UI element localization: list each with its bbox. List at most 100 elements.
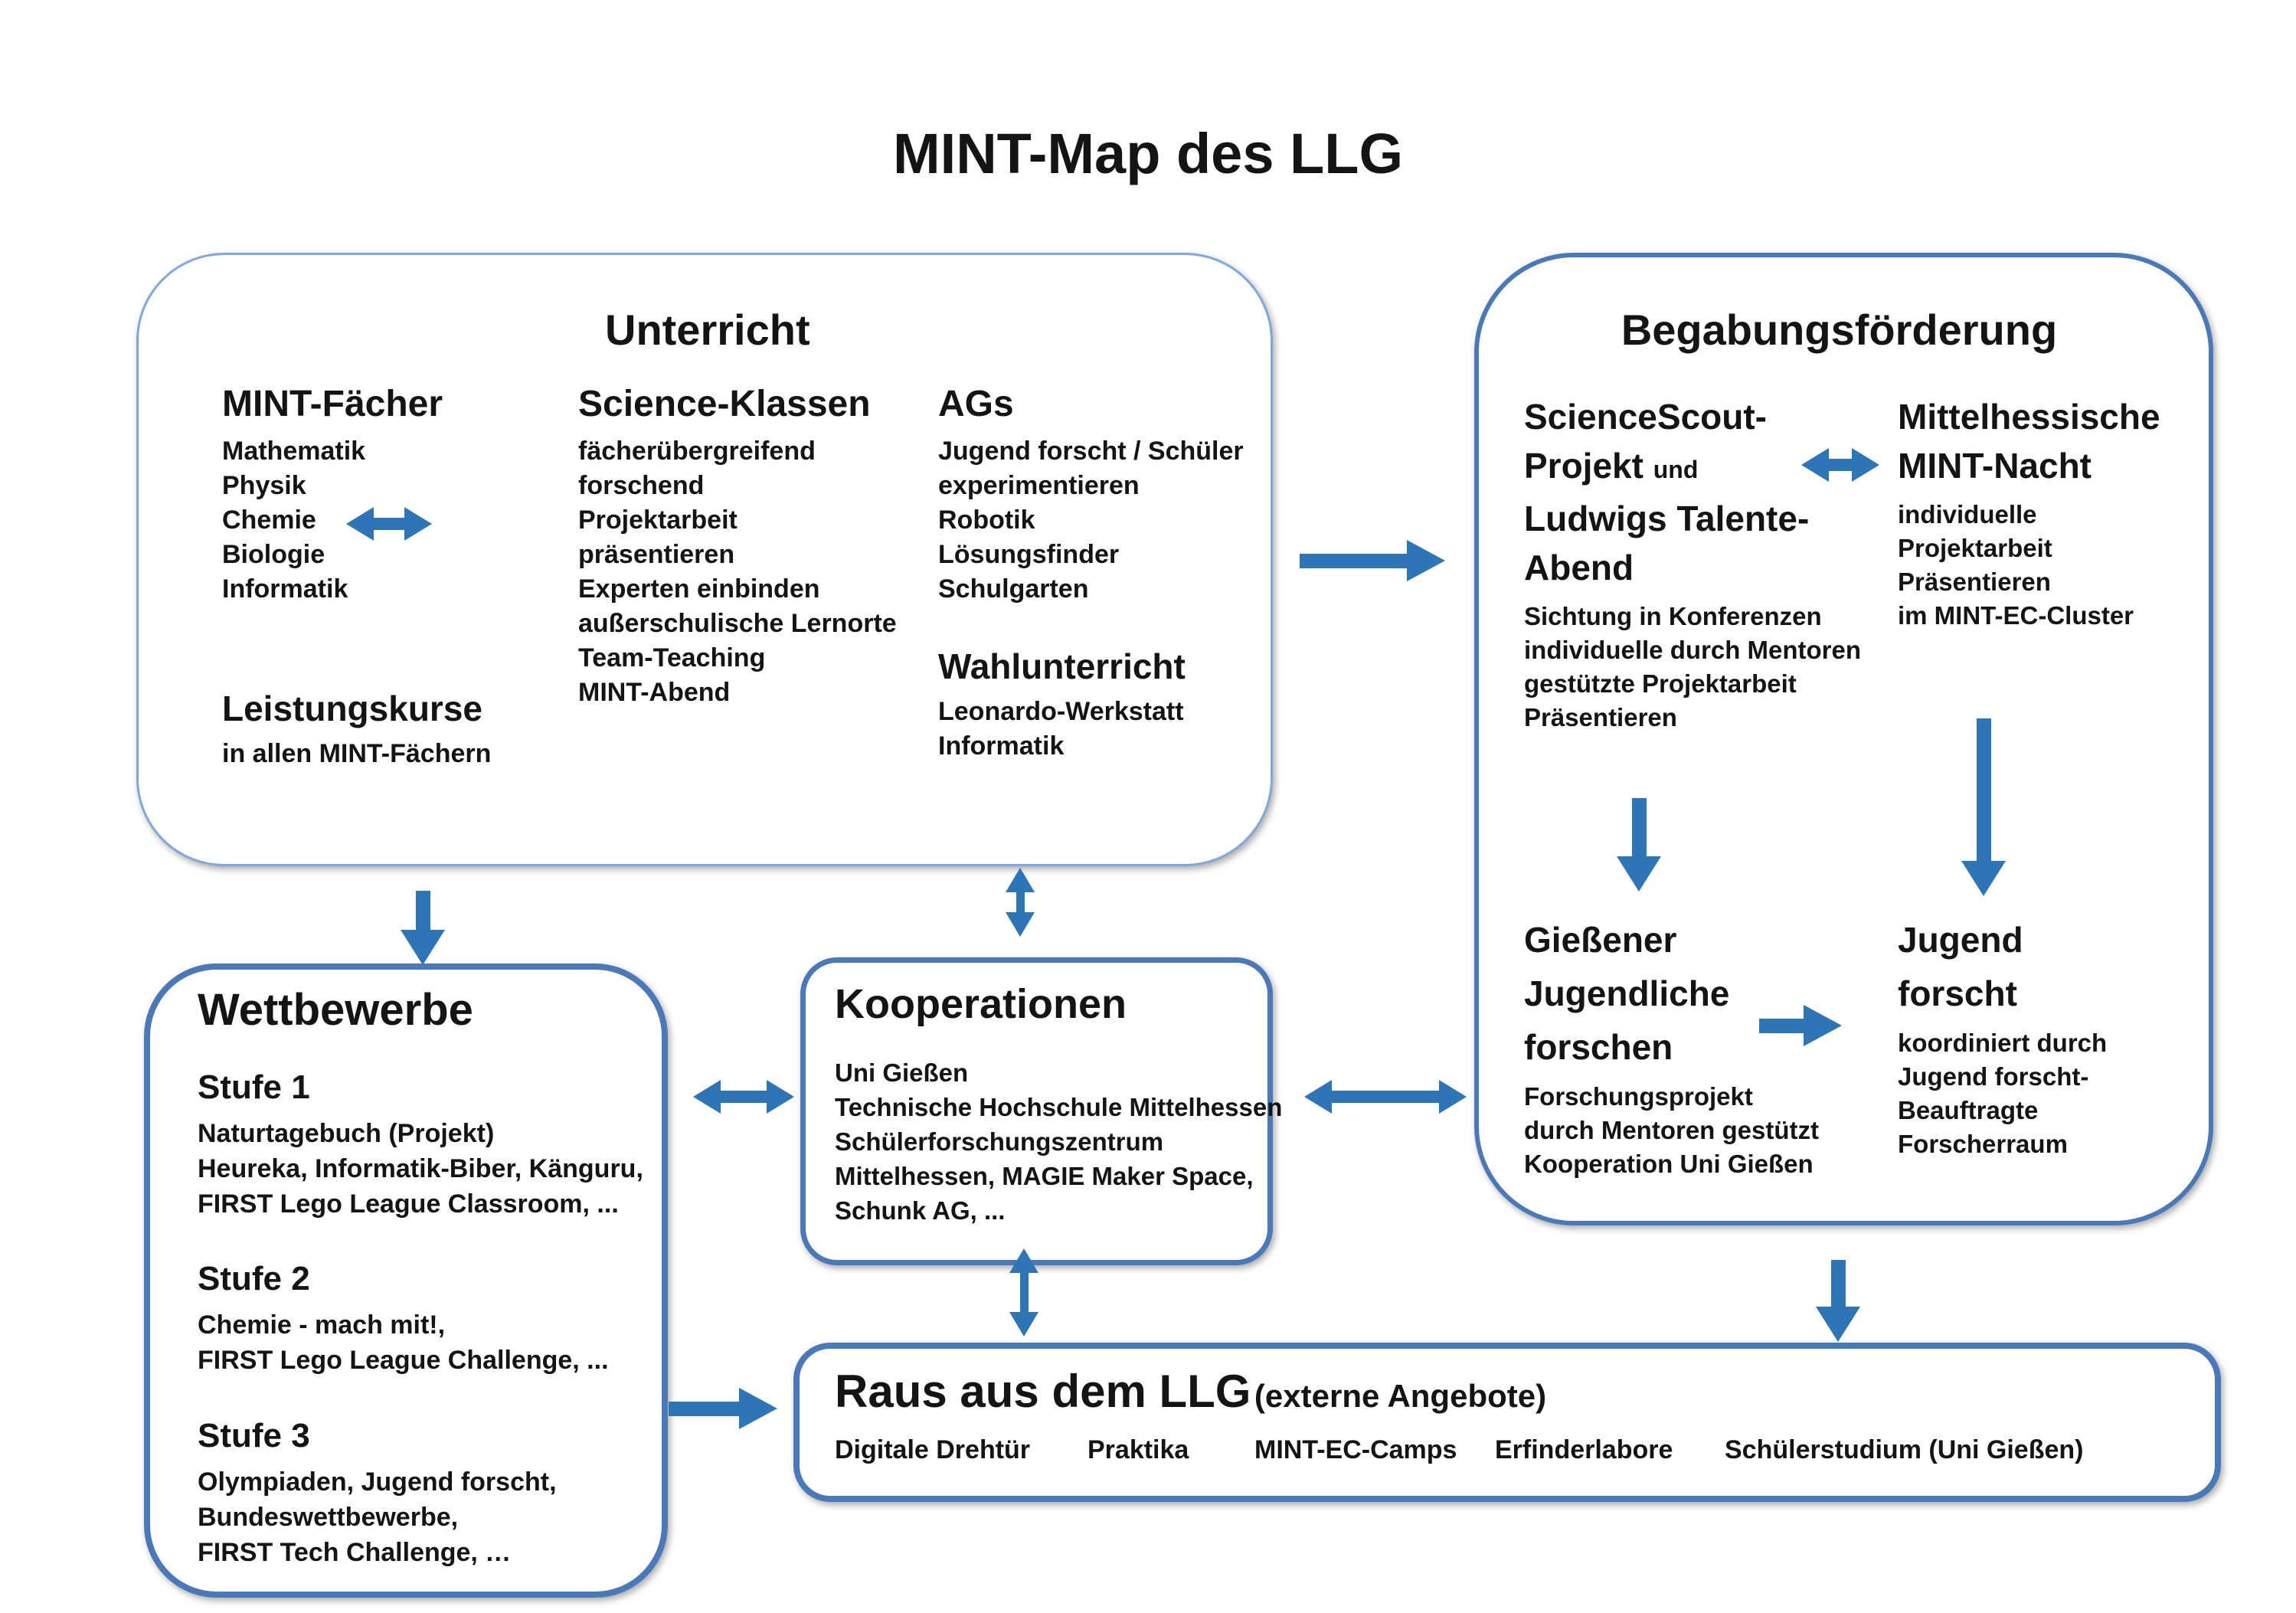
sciencescout-column: ScienceScout- Projekt und Ludwigs Talent… [1524, 392, 1861, 735]
list-item: Mittelhessen, MAGIE Maker Space, [835, 1162, 1254, 1190]
arrowhead-down-icon [1816, 1307, 1860, 1342]
list-item: Bundeswettbewerbe, [198, 1503, 459, 1532]
heading-word-small: und [1653, 456, 1699, 483]
list-item: Experten einbinden [578, 574, 820, 604]
column-heading: Science-Klassen [578, 384, 871, 424]
list-item: Chemie [222, 505, 316, 535]
arrow-mint-faecher-science-klassen [346, 507, 432, 541]
column-heading-line: Jugendliche [1524, 973, 1730, 1013]
arrow-unterricht-kooperationen [1006, 868, 1035, 937]
column-heading-line: forscht [1898, 973, 2017, 1013]
list-item: Informatik [222, 574, 348, 604]
list-item: individuelle [1898, 500, 2037, 528]
arrowhead-left-icon [1304, 1080, 1332, 1114]
list-item: Schülerstudium (Uni Gießen) [1725, 1435, 2084, 1464]
begabungsfoerderung-title: Begabungsförderung [1621, 306, 2058, 354]
column-heading-line: Abend [1524, 548, 1634, 587]
list-item: Projektarbeit [1898, 534, 2052, 562]
list-item: FIRST Lego League Classroom, ... [198, 1189, 619, 1219]
arrowhead-up-icon [1006, 868, 1035, 892]
column-heading: AGs [938, 384, 1014, 424]
kooperationen-title: Kooperationen [835, 981, 1127, 1027]
list-item: durch Mentoren gestützt [1524, 1116, 1819, 1144]
mint-faecher-column: MINT-Fächer Mathematik Physik Chemie Bio… [222, 383, 443, 607]
list-item: Präsentieren [1898, 568, 2051, 596]
arrowhead-right-icon [767, 1080, 794, 1114]
list-item: Praktika [1087, 1435, 1189, 1464]
wahlunterricht-column: Wahlunterricht Leonardo-Werkstatt Inform… [938, 646, 1186, 764]
column-heading-line: Jugend [1898, 920, 2023, 960]
stufe1-group: Stufe 1 Naturtagebuch (Projekt) Heureka,… [198, 1068, 643, 1222]
arrowhead-left-icon [693, 1080, 721, 1114]
list-item: FIRST Tech Challenge, … [198, 1538, 512, 1567]
list-item: Schülerforschungszentrum [835, 1127, 1164, 1156]
ags-column: AGs Jugend forscht / Schüler experimenti… [938, 383, 1244, 607]
arrow-kooperationen-raus [1009, 1248, 1038, 1337]
arrowhead-right-icon [1804, 1005, 1842, 1046]
stufe2-group: Stufe 2 Chemie - mach mit!, FIRST Lego L… [198, 1260, 609, 1378]
list-item: Mathematik [222, 437, 366, 466]
page-title: MINT-Map des LLG [893, 122, 1403, 185]
begabungsfoerderung-box [1474, 253, 2213, 1225]
column-heading-line: Ludwigs Talente- [1524, 499, 1810, 538]
arrowhead-down-icon [1009, 1312, 1038, 1337]
kooperationen-list: Uni Gießen Technische Hochschule Mittelh… [835, 1055, 1282, 1228]
column-heading-line: Mittelhessische [1898, 397, 2160, 437]
list-item: Erfinderlabore [1495, 1435, 1673, 1464]
list-item: Präsentieren [1524, 703, 1677, 731]
list-item: Forschungsprojekt [1524, 1082, 1753, 1111]
list-item: Heureka, Informatik-Biber, Känguru, [198, 1154, 643, 1183]
column-heading-line: forschen [1524, 1027, 1673, 1067]
arrowhead-left-icon [346, 507, 374, 541]
group-heading: Stufe 1 [198, 1068, 310, 1106]
list-item: Biologie [222, 540, 325, 569]
list-item: Team-Teaching [578, 643, 766, 672]
list-item: Robotik [938, 505, 1035, 535]
arrowhead-down-icon [1617, 856, 1661, 892]
list-item: im MINT-EC-Cluster [1898, 601, 2134, 630]
list-item: forschend [578, 471, 705, 500]
arrowhead-right-icon [739, 1388, 777, 1429]
arrow-kooperationen-begabungsfoerderung [1304, 1080, 1467, 1114]
list-item: Olympiaden, Jugend forscht, [198, 1467, 557, 1497]
arrowhead-right-icon [1439, 1080, 1467, 1114]
arrow-begabungsfoerderung-to-raus [1816, 1260, 1860, 1342]
raus-title-suffix: (externe Angebote) [1254, 1378, 1547, 1414]
list-item: koordiniert durch [1898, 1029, 2108, 1057]
list-item: Chemie - mach mit!, [198, 1310, 446, 1340]
list-item: gestützte Projektarbeit [1524, 669, 1797, 698]
leistungskurse-column: Leistungskurse in allen MINT-Fächern [222, 688, 491, 771]
list-item: Digitale Drehtür [835, 1435, 1031, 1464]
arrow-sciencescout-to-giessener [1617, 798, 1661, 892]
jugend-forscht-column: Jugend forscht koordiniert durch Jugend … [1898, 913, 2107, 1161]
list-item: Technische Hochschule Mittelhessen [835, 1093, 1283, 1121]
list-item: Forscherraum [1898, 1130, 2068, 1158]
list-item: experimentieren [938, 471, 1140, 500]
arrowhead-right-icon [1852, 448, 1879, 482]
list-item: MINT-Abend [578, 678, 731, 707]
list-item: präsentieren [578, 540, 735, 569]
list-item: Lösungsfinder [938, 540, 1120, 569]
list-item: Physik [222, 471, 306, 500]
list-item: Kooperation Uni Gießen [1524, 1150, 1814, 1178]
wettbewerbe-title: Wettbewerbe [198, 985, 473, 1035]
list-item: individuelle durch Mentoren [1524, 636, 1862, 664]
heading-word: Projekt [1524, 446, 1644, 486]
arrow-unterricht-to-begabungsfoerderung [1300, 540, 1445, 581]
column-heading-line: ScienceScout- [1524, 397, 1767, 437]
arrowhead-right-icon [1407, 540, 1445, 581]
column-heading-line: MINT-Nacht [1898, 446, 2092, 486]
stufe3-group: Stufe 3 Olympiaden, Jugend forscht, Bund… [198, 1417, 557, 1570]
unterricht-box [136, 253, 1273, 866]
group-heading: Stufe 3 [198, 1417, 310, 1454]
arrowhead-right-icon [404, 507, 432, 541]
list-item: Schulgarten [938, 574, 1089, 604]
arrowhead-down-icon [1006, 912, 1035, 937]
list-item: MINT-EC-Camps [1254, 1435, 1457, 1464]
arrow-mint-nacht-to-jugend-forscht [1961, 718, 2006, 896]
arrowhead-down-icon [1961, 861, 2006, 896]
column-heading-line: Projekt und [1524, 441, 1861, 494]
list-item: Informatik [938, 731, 1065, 761]
list-item: Projektarbeit [578, 505, 738, 535]
list-item: Leonardo-Werkstatt [938, 697, 1184, 726]
